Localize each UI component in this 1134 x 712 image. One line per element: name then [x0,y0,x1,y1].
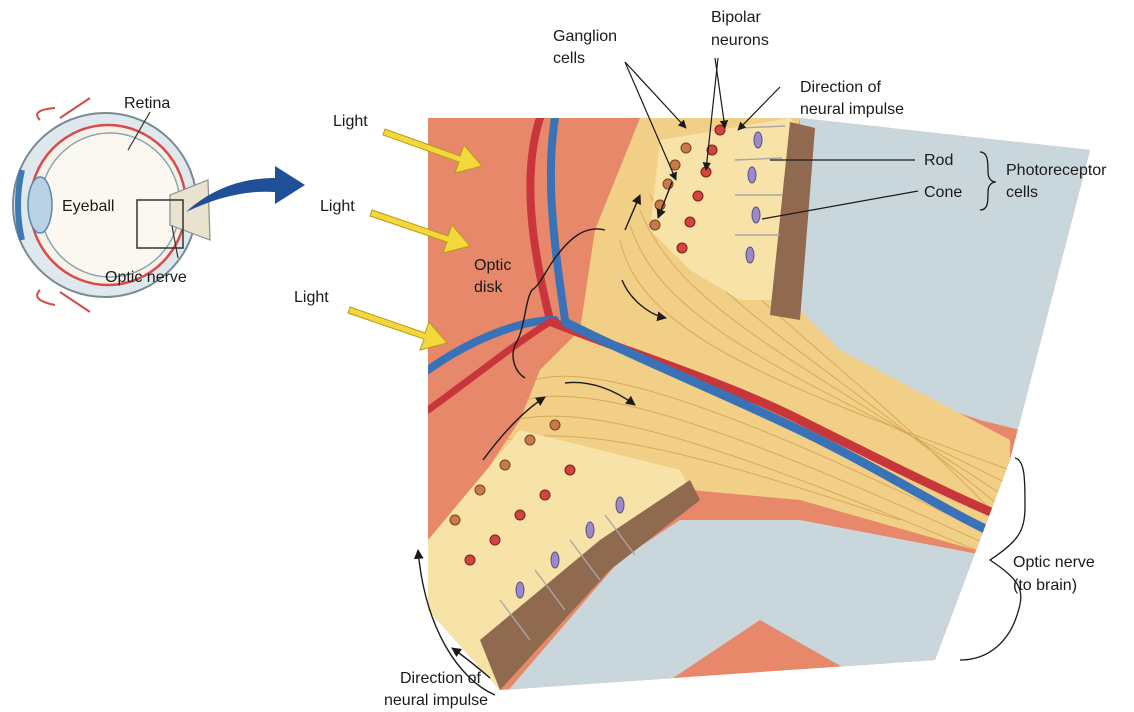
cone-label: Cone [924,184,962,201]
photoreceptor-label-line1: Photoreceptor [1006,162,1107,179]
direction-top-label-line2: neural impulse [800,101,904,118]
retina-label: Retina [124,95,170,112]
bipolar-label-line1: Bipolar [711,9,761,26]
optic-nerve-label-line1: Optic nerve [1013,554,1095,571]
ganglion-label-line1: Ganglion [553,28,617,45]
eyeball-label: Eyeball [62,198,114,215]
direction-top-label-line1: Direction of [800,79,881,96]
optic-disk-label-line2: disk [474,279,503,296]
photoreceptor-label-line2: cells [1006,184,1038,201]
detail-panel [428,118,1108,708]
light-label-3: Light [294,289,329,306]
optic-nerve-small-label: Optic nerve [105,269,187,286]
optic-nerve-label-line2: (to brain) [1013,577,1077,594]
ganglion-label-line2: cells [553,50,585,67]
eye-illustration: Retina Eyeball Optic nerve [13,95,210,312]
direction-bottom-label-line1: Direction of [400,670,481,687]
rod-label: Rod [924,152,953,169]
light-label-1: Light [333,113,368,130]
bipolar-label-line2: neurons [711,32,769,49]
light-label-2: Light [320,198,355,215]
direction-bottom-label-line2: neural impulse [384,692,488,709]
optic-disk-label-line1: Optic [474,257,511,274]
